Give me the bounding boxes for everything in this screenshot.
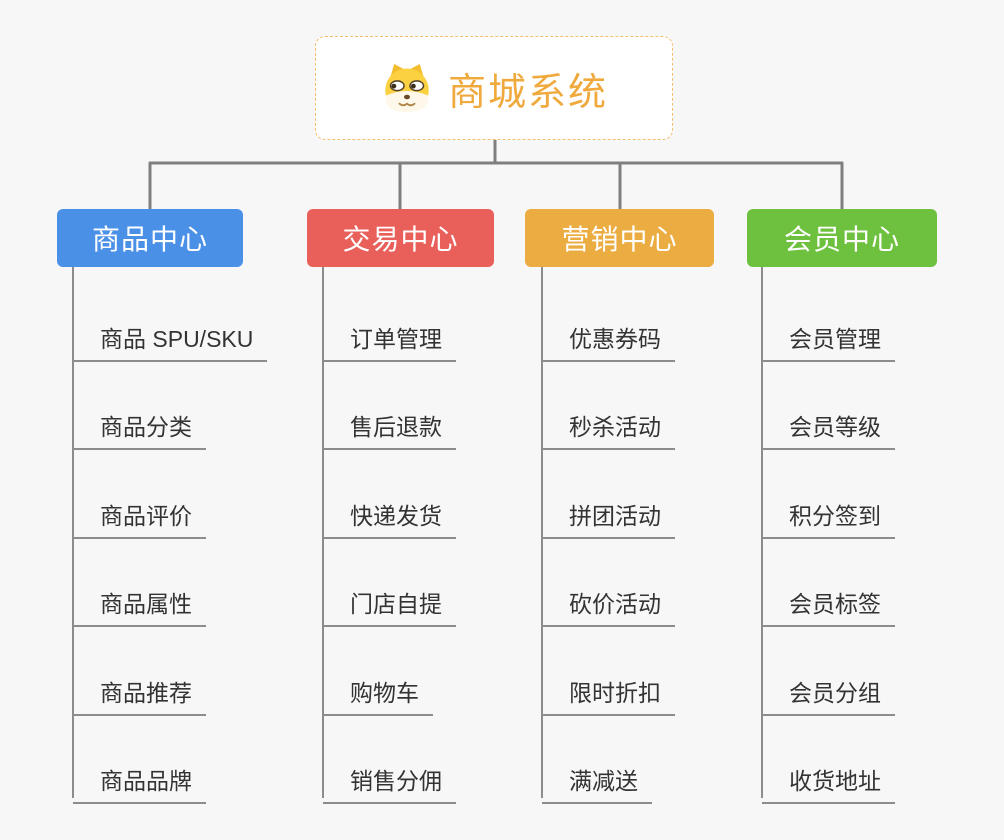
topic-item[interactable]: 购物车 <box>323 668 433 716</box>
topic-item[interactable]: 商品 SPU/SKU <box>73 314 268 362</box>
branch-header-trade-center[interactable]: 交易中心 <box>307 209 494 267</box>
branch-label: 商品中心 <box>91 224 208 255</box>
branch-label: 交易中心 <box>342 224 459 255</box>
branch-label: 会员中心 <box>783 224 900 255</box>
topic-item[interactable]: 商品推荐 <box>73 668 206 716</box>
topic-item[interactable]: 秒杀活动 <box>542 402 675 450</box>
branch-header-product-center[interactable]: 商品中心 <box>57 209 243 267</box>
topic-item[interactable]: 砍价活动 <box>542 579 675 627</box>
doge-face-icon <box>385 64 429 112</box>
topic-item[interactable]: 会员标签 <box>762 579 895 627</box>
topic-item[interactable]: 门店自提 <box>323 579 456 627</box>
topic-item[interactable]: 销售分佣 <box>323 756 456 804</box>
branch-header-marketing-center[interactable]: 营销中心 <box>525 209 714 267</box>
root-title: 商城系统 <box>447 71 608 114</box>
topic-item[interactable]: 满减送 <box>542 756 652 804</box>
root-node[interactable]: 商城系统 <box>315 36 673 140</box>
topic-item[interactable]: 会员分组 <box>762 668 895 716</box>
topic-item[interactable]: 快递发货 <box>323 491 456 539</box>
topic-item[interactable]: 商品评价 <box>73 491 206 539</box>
topic-item[interactable]: 商品属性 <box>73 579 206 627</box>
topic-item[interactable]: 会员管理 <box>762 314 895 362</box>
topic-item[interactable]: 收货地址 <box>762 756 895 804</box>
topic-item[interactable]: 订单管理 <box>323 314 456 362</box>
branch-header-member-center[interactable]: 会员中心 <box>747 209 937 267</box>
topic-item[interactable]: 商品品牌 <box>73 756 206 804</box>
topic-item[interactable]: 售后退款 <box>323 402 456 450</box>
topic-item[interactable]: 积分签到 <box>762 491 895 539</box>
root-branch-connector <box>148 138 844 211</box>
branch-label: 营销中心 <box>561 224 678 255</box>
topic-item[interactable]: 限时折扣 <box>542 668 675 716</box>
topic-item[interactable]: 会员等级 <box>762 402 895 450</box>
topic-item[interactable]: 拼团活动 <box>542 491 675 539</box>
topic-item[interactable]: 商品分类 <box>73 402 206 450</box>
topic-item[interactable]: 优惠券码 <box>542 314 675 362</box>
